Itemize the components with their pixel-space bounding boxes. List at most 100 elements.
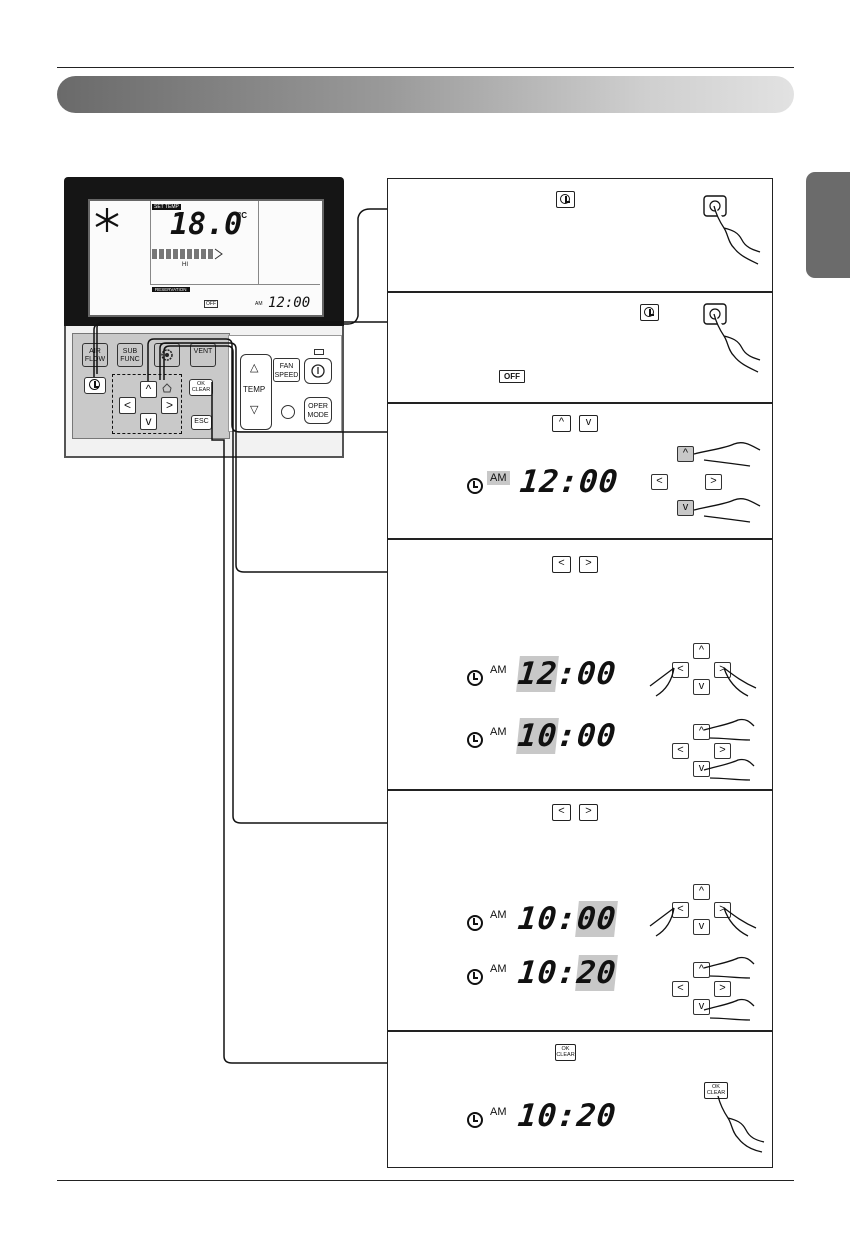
step4-am-b: AM — [490, 726, 507, 738]
step-divider-3 — [387, 538, 773, 540]
hand-press-icon — [649, 907, 757, 937]
esc-label: ESC — [194, 418, 209, 425]
bottom-rule — [57, 1180, 794, 1181]
off-badge: OFF — [499, 370, 525, 383]
vent-label: VENT — [193, 348, 213, 355]
fan-level-label: HI — [182, 262, 188, 268]
step3-up-key: ^ — [552, 415, 571, 432]
hand-press-icon — [703, 303, 761, 373]
power-led — [314, 349, 324, 355]
sensor-dot — [281, 405, 295, 419]
step3-time: 12:00 — [518, 464, 621, 500]
ok-label: OK — [197, 381, 205, 387]
up-key[interactable]: ^ — [140, 381, 157, 398]
sub-func-button[interactable]: SUB FUNC — [117, 343, 143, 367]
step4-right-key: > — [579, 556, 598, 573]
speed-label: SPEED — [274, 372, 299, 379]
step4-am-a: AM — [490, 664, 507, 676]
step4-time-a-rest: :00 — [555, 656, 619, 692]
down-key[interactable]: v — [140, 413, 157, 430]
sub-func-label: SUB FUNC — [120, 348, 140, 363]
step6-am: AM — [490, 1106, 507, 1118]
clock-icon — [467, 915, 483, 931]
remote-lcd: SET TEMP 18.0 °C HI RESERVATION OFF AM 1… — [88, 199, 324, 317]
step5-right-key: > — [579, 804, 598, 821]
fan-level-bar — [152, 249, 214, 259]
snowflake-icon — [95, 208, 119, 232]
top-rule — [57, 67, 794, 68]
step5-left-key: < — [552, 804, 571, 821]
reservation-button[interactable] — [84, 377, 106, 394]
gear-icon — [161, 349, 173, 361]
step4-time-b-rest: :00 — [555, 718, 619, 754]
step5-am-b: AM — [490, 963, 507, 975]
step5-time-a: 10:00 — [516, 901, 619, 937]
clock-icon — [467, 670, 483, 686]
set-temp-label: SET TEMP — [152, 204, 181, 210]
step2-reservation-key-a — [640, 304, 659, 321]
clock-icon — [467, 478, 483, 494]
step3-down-key: v — [579, 415, 598, 432]
step4-time-b: 10:00 — [516, 718, 618, 754]
temp-rocker[interactable]: △ TEMP ▽ — [240, 354, 272, 430]
temp-down-icon: ▽ — [250, 404, 259, 416]
temp-label: TEMP — [243, 385, 266, 394]
step5-time-b: 10:20 — [516, 955, 619, 991]
step-divider-1 — [387, 291, 773, 293]
step-divider-4 — [387, 789, 773, 791]
ok-label: OK — [712, 1084, 720, 1090]
lcd-am: AM — [255, 301, 263, 307]
step4-time-a-hours: 12 — [516, 656, 560, 692]
step4-time-a: 12:00 — [516, 656, 618, 692]
hand-press-icon — [703, 956, 755, 1021]
chapter-tab — [806, 172, 850, 278]
clear-label: CLEAR — [706, 1090, 726, 1096]
step4-left-key: < — [552, 556, 571, 573]
step-divider-5 — [387, 1030, 773, 1032]
fan-label: FAN — [279, 363, 294, 370]
step5-time-a-lead: 10: — [516, 901, 579, 937]
hand-press-icon — [703, 718, 755, 781]
step5-time-a-minutes: 00 — [575, 901, 619, 937]
oper-label: OPER — [308, 403, 328, 410]
air-flow-button[interactable]: AIR FLOW — [82, 343, 108, 367]
step4-time-b-hours: 10 — [516, 718, 560, 754]
lcd-time: 12:00 — [268, 295, 311, 311]
right-key[interactable]: > — [161, 397, 178, 414]
ok-label: OK — [561, 1046, 570, 1052]
reservation-label: RESERVATION — [152, 287, 190, 292]
clock-icon — [467, 732, 483, 748]
hand-press-icon — [693, 442, 761, 523]
clock-icon — [560, 194, 570, 204]
lcd-off-badge: OFF — [204, 300, 218, 308]
clear-label: CLEAR — [556, 1052, 575, 1058]
hand-press-icon — [703, 195, 761, 265]
section-banner — [57, 76, 794, 113]
step1-reservation-key — [556, 191, 575, 208]
step6-time: 10:20 — [516, 1098, 619, 1134]
home-icon — [162, 383, 172, 393]
step5-time-b-lead: 10: — [516, 955, 579, 991]
clock-icon — [644, 307, 654, 317]
direction-keys-highlight — [112, 374, 182, 434]
left-key[interactable]: < — [119, 397, 136, 414]
power-button[interactable] — [304, 358, 332, 384]
clock-icon — [467, 969, 483, 985]
clock-icon — [89, 379, 100, 390]
step-divider-2 — [387, 402, 773, 404]
clear-label: CLEAR — [191, 387, 211, 393]
power-icon — [311, 364, 325, 378]
lcd-temp-unit: °C — [238, 211, 247, 220]
lcd-temperature: 18.0 — [170, 207, 243, 242]
temp-up-icon: △ — [250, 362, 259, 374]
fan-level-arrow — [214, 248, 223, 260]
hand-press-icon — [649, 667, 757, 697]
air-flow-label: AIR FLOW — [84, 348, 106, 363]
clock-icon — [467, 1112, 483, 1128]
fan-speed-button[interactable]: FAN SPEED — [273, 358, 300, 382]
